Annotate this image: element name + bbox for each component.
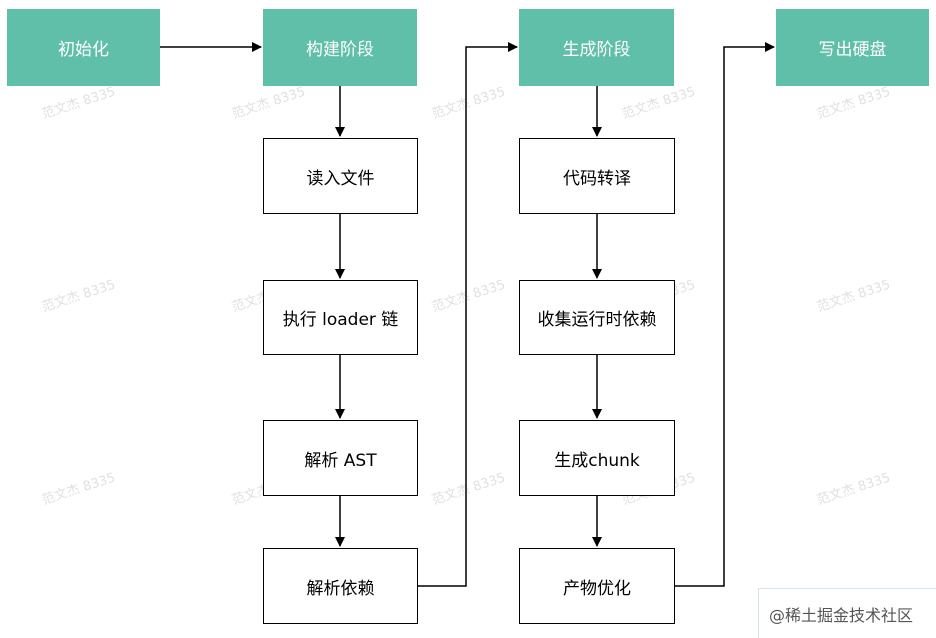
- watermark: 范文杰 8335: [40, 470, 118, 509]
- step-parse-deps-label: 解析依赖: [306, 578, 375, 599]
- stage-generate: 生成阶段: [519, 9, 674, 86]
- step-transpile: 代码转译: [519, 138, 675, 214]
- stage-generate-label: 生成阶段: [562, 40, 631, 60]
- step-collect-runtime: 收集运行时依赖: [519, 280, 675, 355]
- watermark: 范文杰 8335: [230, 84, 308, 123]
- step-parse-ast: 解析 AST: [263, 420, 418, 496]
- step-run-loaders-label: 执行 loader 链: [282, 310, 399, 330]
- step-read-files: 读入文件: [263, 138, 418, 214]
- watermark: 范文杰 8335: [620, 84, 698, 123]
- watermark: 范文杰 8335: [815, 277, 893, 316]
- step-collect-runtime-label: 收集运行时依赖: [537, 310, 657, 330]
- stage-write: 写出硬盘: [776, 9, 929, 86]
- step-parse-deps: 解析依赖: [263, 548, 418, 624]
- stage-build-label: 构建阶段: [306, 40, 374, 60]
- watermark: 范文杰 8335: [40, 84, 118, 123]
- edge-optimize-to-write: [675, 42, 775, 587]
- step-gen-chunk: 生成chunk: [519, 420, 675, 496]
- watermark: 范文杰 8335: [430, 470, 508, 509]
- watermark: 范文杰 8335: [815, 84, 893, 123]
- step-optimize: 产物优化: [519, 548, 675, 624]
- step-read-files-label: 读入文件: [306, 168, 375, 189]
- watermark: 范文杰 8335: [430, 277, 508, 316]
- step-run-loaders: 执行 loader 链: [263, 280, 418, 355]
- stage-init: 初始化: [7, 9, 160, 86]
- stage-init-label: 初始化: [58, 40, 109, 60]
- step-parse-ast-label: 解析 AST: [304, 450, 377, 471]
- step-gen-chunk-label: 生成chunk: [554, 450, 640, 471]
- step-transpile-label: 代码转译: [563, 168, 631, 189]
- watermark: 范文杰 8335: [40, 277, 118, 316]
- stage-build: 构建阶段: [263, 9, 417, 86]
- brand-label: @稀土掘金技术社区: [769, 605, 914, 625]
- step-optimize-label: 产物优化: [563, 578, 631, 599]
- stage-write-label: 写出硬盘: [818, 40, 887, 60]
- brand-watermark: @稀土掘金技术社区: [758, 588, 936, 638]
- watermark: 范文杰 8335: [430, 84, 508, 123]
- watermark: 范文杰 8335: [815, 470, 893, 509]
